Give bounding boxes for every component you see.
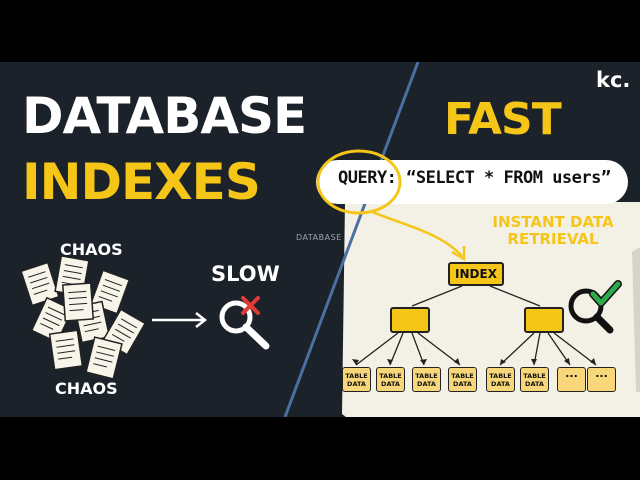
magnifier-with-red-x-icon [219,296,270,350]
leaf-ellipsis: ... [557,367,586,392]
slow-label: SLOW [211,262,280,286]
instant-line1: INSTANT DATA [492,213,614,231]
query-text-line: QUERY: “SELECT * FROM users” [338,168,611,188]
leaf-ellipsis: ... [587,367,616,392]
title-line1: DATABASE [22,87,307,145]
index-tree-connectors [352,285,597,366]
query-pill [316,160,628,204]
title-line2: INDEXES [22,153,261,211]
chaos-label-bottom: CHAOS [55,379,118,398]
instant-line2: RETRIEVAL [507,230,599,248]
watermark-text: DATABASE [296,233,342,242]
curved-arrow [369,209,463,257]
paper-backdrop [342,202,640,417]
arrow-right-icon [152,312,208,328]
fast-label: FAST [444,94,562,145]
branch-node-right [524,307,564,333]
index-node: INDEX [448,262,504,286]
scattered-documents-icon [20,254,147,380]
channel-logo: kc. [596,68,631,92]
query-highlight-circle [316,149,466,262]
divider-line [283,62,420,417]
query-sql: “SELECT * FROM users” [406,168,611,188]
instant-retrieval-label: INSTANT DATA RETRIEVAL [478,214,628,248]
magnifier-with-green-check-icon [568,280,622,334]
query-label: QUERY: [338,168,397,188]
branch-node-left [390,307,430,333]
chaos-label-top: CHAOS [60,240,123,259]
thumbnail-panel: DATABASE INDEXES CHAOS CHAOS SLOW [0,62,640,417]
